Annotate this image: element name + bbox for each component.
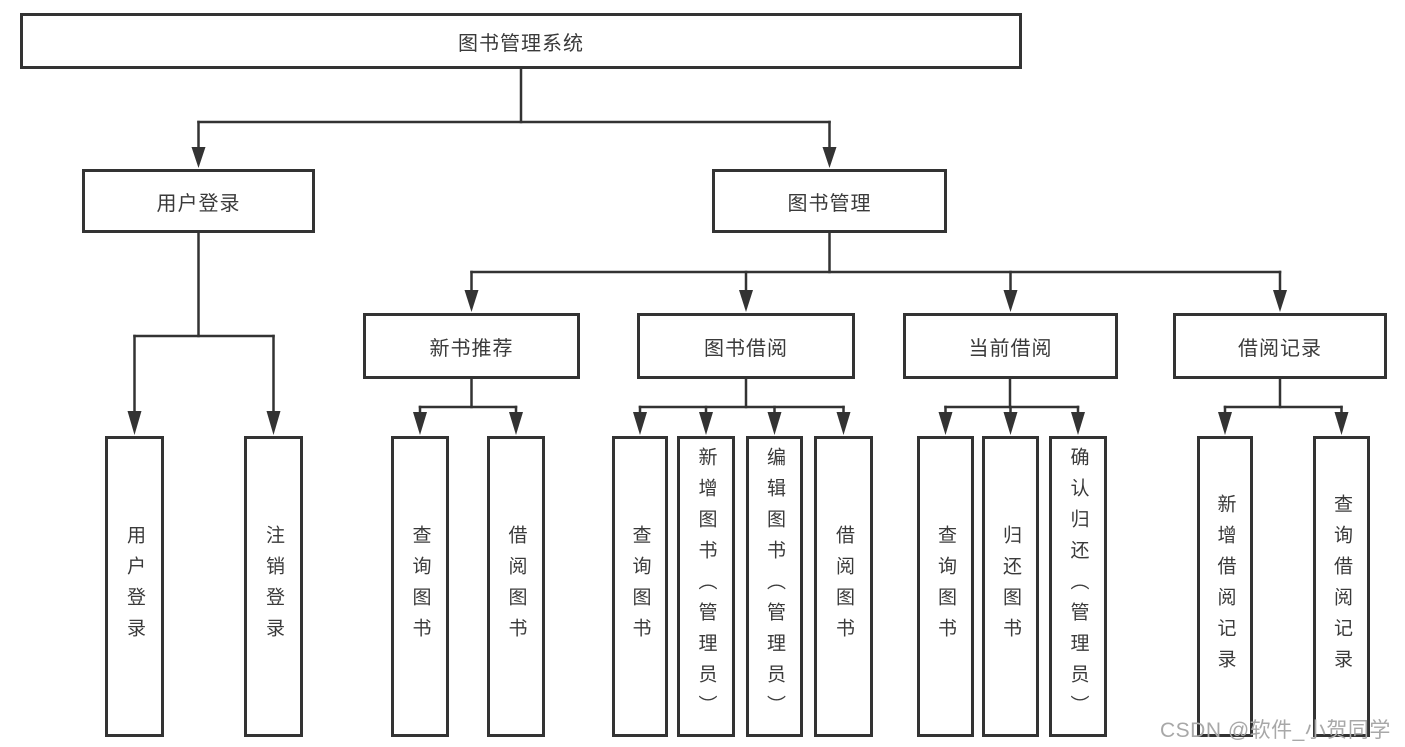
leaf-query-books-borrow: 查询图书 bbox=[612, 436, 668, 737]
leaf-add-books-admin: 新增图书（管理员） bbox=[677, 436, 735, 737]
leaf-edit-books-admin: 编辑图书（管理员） bbox=[746, 436, 803, 737]
leaf-logout: 注销登录 bbox=[244, 436, 303, 737]
node-root-system: 图书管理系统 bbox=[20, 13, 1022, 69]
leaf-borrow-books-recommend: 借阅图书 bbox=[487, 436, 545, 737]
leaf-user-login: 用户登录 bbox=[105, 436, 164, 737]
node-current-borrow: 当前借阅 bbox=[903, 313, 1118, 379]
leaf-add-borrow-record: 新增借阅记录 bbox=[1197, 436, 1253, 737]
leaf-query-borrow-record: 查询借阅记录 bbox=[1313, 436, 1370, 737]
node-book-management: 图书管理 bbox=[712, 169, 947, 233]
leaf-return-books: 归还图书 bbox=[982, 436, 1039, 737]
node-borrow-records: 借阅记录 bbox=[1173, 313, 1387, 379]
leaf-query-books-current: 查询图书 bbox=[917, 436, 974, 737]
leaf-borrow-books: 借阅图书 bbox=[814, 436, 873, 737]
node-book-borrow: 图书借阅 bbox=[637, 313, 855, 379]
leaf-confirm-return-admin: 确认归还（管理员） bbox=[1049, 436, 1107, 737]
node-new-book-recommend: 新书推荐 bbox=[363, 313, 580, 379]
node-user-login: 用户登录 bbox=[82, 169, 315, 233]
leaf-query-books-recommend: 查询图书 bbox=[391, 436, 449, 737]
csdn-watermark: CSDN @软件_小贺同学 bbox=[1160, 719, 1391, 742]
